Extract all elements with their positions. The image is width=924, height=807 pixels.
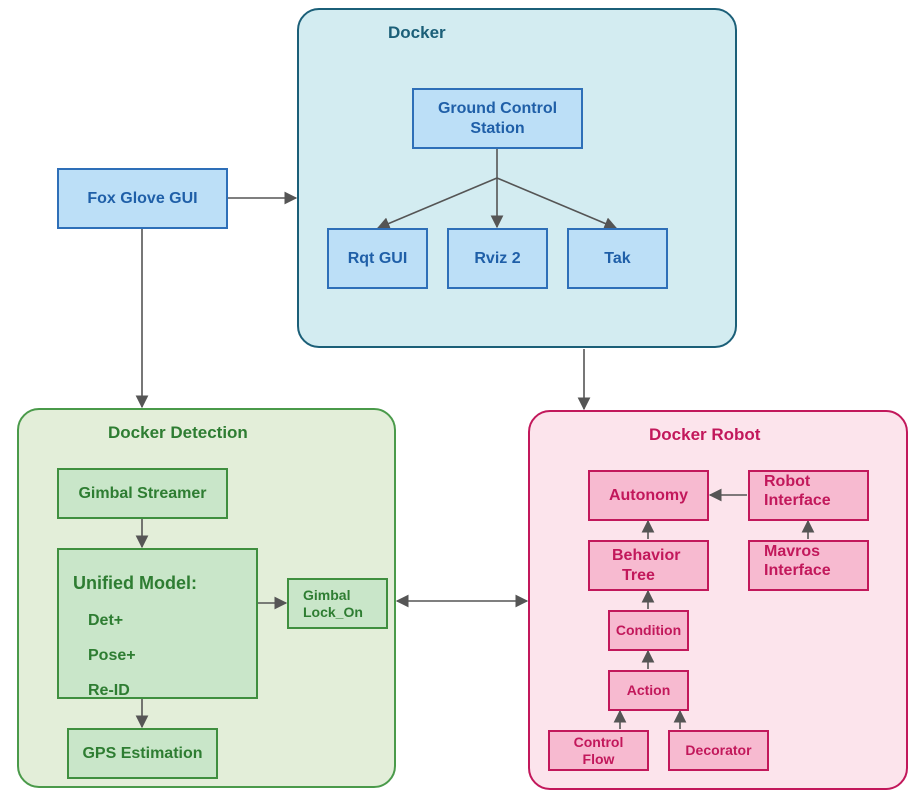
docker-detection-group-title: Docker Detection — [108, 423, 248, 442]
gimbal-streamer-label: Gimbal Streamer — [78, 484, 207, 502]
docker-robot-group-title: Docker Robot — [649, 425, 761, 444]
mavros-interface-label-line2: Interface — [764, 562, 831, 580]
unified-model-item-pose: Pose+ — [88, 647, 136, 664]
condition-label: Condition — [615, 622, 682, 639]
action-label: Action — [626, 682, 671, 699]
control-flow-label: Control Flow — [573, 733, 624, 767]
behavior-tree-label-line1: Behavior — [612, 547, 681, 565]
gimbal-lock-on-label-line2: Lock_On — [303, 603, 363, 620]
docker-group: Docker — [297, 8, 737, 348]
robot-interface-label-line1: Robot — [764, 473, 811, 490]
rviz2-label: Rviz 2 — [474, 249, 521, 267]
docker-group-title: Docker — [388, 23, 446, 42]
behavior-tree-node[interactable]: Behavior Tree — [588, 540, 709, 591]
unified-model-title: Unified Model: — [73, 573, 197, 593]
foxglove-gui-label: Fox Glove GUI — [87, 189, 198, 207]
action-node[interactable]: Action — [608, 670, 689, 711]
autonomy-label: Autonomy — [608, 486, 689, 504]
tak-node[interactable]: Tak — [567, 228, 668, 289]
rqt-gui-label: Rqt GUI — [347, 249, 408, 267]
unified-model-item-reid: Re-ID — [88, 682, 130, 699]
gimbal-lock-on-node[interactable]: Gimbal Lock_On — [287, 578, 388, 629]
rqt-gui-node[interactable]: Rqt GUI — [327, 228, 428, 289]
decorator-label: Decorator — [685, 742, 752, 759]
robot-interface-node[interactable]: Robot Interface — [748, 470, 869, 521]
behavior-tree-label-line2: Tree — [622, 566, 655, 584]
ground-control-station-label-line1: Ground Control — [437, 100, 558, 118]
gps-estimation-node[interactable]: GPS Estimation — [67, 728, 218, 779]
unified-model-node[interactable]: Unified Model: Det+ Pose+ Re-ID — [57, 548, 258, 699]
tak-label: Tak — [604, 249, 631, 267]
mavros-interface-node[interactable]: Mavros Interface — [748, 540, 869, 591]
edge-gcs-rqt — [376, 177, 498, 230]
edge-gcs-tak — [496, 177, 618, 230]
rviz2-node[interactable]: Rviz 2 — [447, 228, 548, 289]
unified-model-item-det: Det+ — [88, 612, 124, 629]
gimbal-lock-on-label-line1: Gimbal — [303, 586, 351, 603]
control-flow-node[interactable]: Control Flow — [548, 730, 649, 771]
gimbal-streamer-node[interactable]: Gimbal Streamer — [57, 468, 228, 519]
foxglove-gui-node[interactable]: Fox Glove GUI — [57, 168, 228, 229]
robot-interface-label-line2: Interface — [764, 492, 831, 510]
ground-control-station-node[interactable]: Ground Control Station — [412, 88, 583, 149]
ground-control-station-label-line2: Station — [470, 119, 525, 137]
gps-estimation-label: GPS Estimation — [82, 744, 203, 762]
decorator-node[interactable]: Decorator — [668, 730, 769, 771]
condition-node[interactable]: Condition — [608, 610, 689, 651]
autonomy-node[interactable]: Autonomy — [588, 470, 709, 521]
mavros-interface-label-line1: Mavros — [764, 543, 821, 560]
